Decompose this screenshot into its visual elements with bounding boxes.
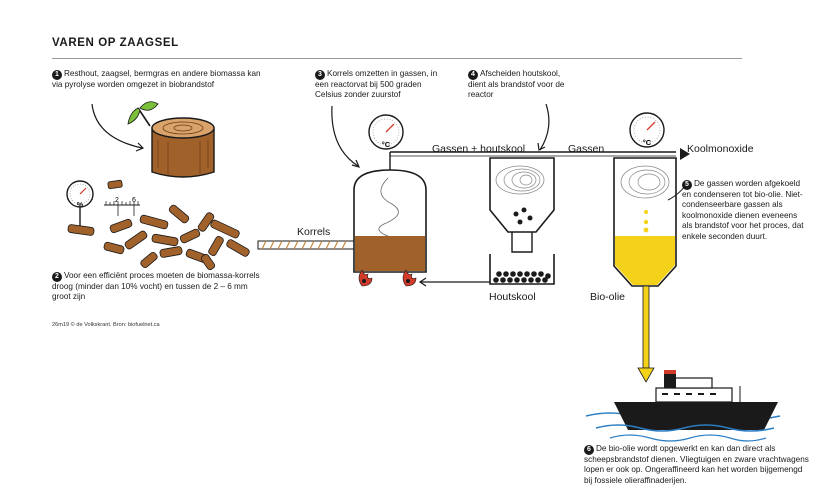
step-text: Korrels omzetten in gassen, in een react… <box>315 69 438 100</box>
ruler-tick-label: 6 <box>132 197 136 204</box>
step-text: Afscheiden houtskool, dient als brandsto… <box>468 69 565 100</box>
source-credit: 26m19 © de Volkskrant. Bron: biofuelnet.… <box>52 322 160 328</box>
moisture-unit-label: % <box>77 202 84 209</box>
step-number-badge: 1 <box>52 70 62 80</box>
charcoal-bin-icon <box>489 254 555 285</box>
condenser-vessel-icon <box>613 157 677 287</box>
reactor-vessel-icon <box>353 152 427 273</box>
label-gassen-houtskool: Gassen + houtskool <box>432 143 526 155</box>
step-text: Voor een efficiënt proces moeten de biom… <box>52 271 260 302</box>
temperature-gauge-icon <box>629 112 665 148</box>
flame-icon <box>402 269 417 287</box>
step-number-badge: 2 <box>52 272 62 282</box>
arrow-icon <box>637 367 655 383</box>
label-koolmonoxide: Koolmonoxide <box>687 143 754 155</box>
cyclone-separator-icon <box>489 157 555 253</box>
temperature-unit-label: °C <box>643 138 652 147</box>
step-number-badge: 3 <box>315 70 325 80</box>
title-divider <box>52 58 742 59</box>
step-text: De bio-olie wordt opgewerkt en kan dan d… <box>584 444 809 485</box>
arrow-icon <box>680 148 690 160</box>
moisture-gauge-icon <box>66 180 94 226</box>
ship-icon <box>585 370 781 442</box>
step-number-badge: 6 <box>584 445 594 455</box>
label-houtskool: Houtskool <box>489 291 536 303</box>
label-korrels: Korrels <box>297 226 331 238</box>
step-number-badge: 4 <box>468 70 478 80</box>
wood-pellets-icon <box>67 204 250 271</box>
oil-pipe <box>642 285 650 369</box>
tree-stump-icon <box>127 101 215 178</box>
step-text: Resthout, zaagsel, bermgras en andere bi… <box>52 69 261 89</box>
temperature-gauge-icon <box>368 114 404 150</box>
pellet-flow-icon <box>261 240 347 250</box>
temperature-unit-label: °C <box>382 140 391 149</box>
flame-icon <box>358 269 373 287</box>
step-number-badge: 5 <box>682 180 692 190</box>
step-text: De gassen worden afgekoeld en condensere… <box>682 179 804 241</box>
label-bio-olie: Bio-olie <box>590 291 626 303</box>
ruler-tick-label: 2 <box>115 197 119 204</box>
ruler-icon <box>104 179 140 216</box>
page-title: VAREN OP ZAAGSEL <box>52 37 179 49</box>
label-gassen: Gassen <box>568 143 605 155</box>
